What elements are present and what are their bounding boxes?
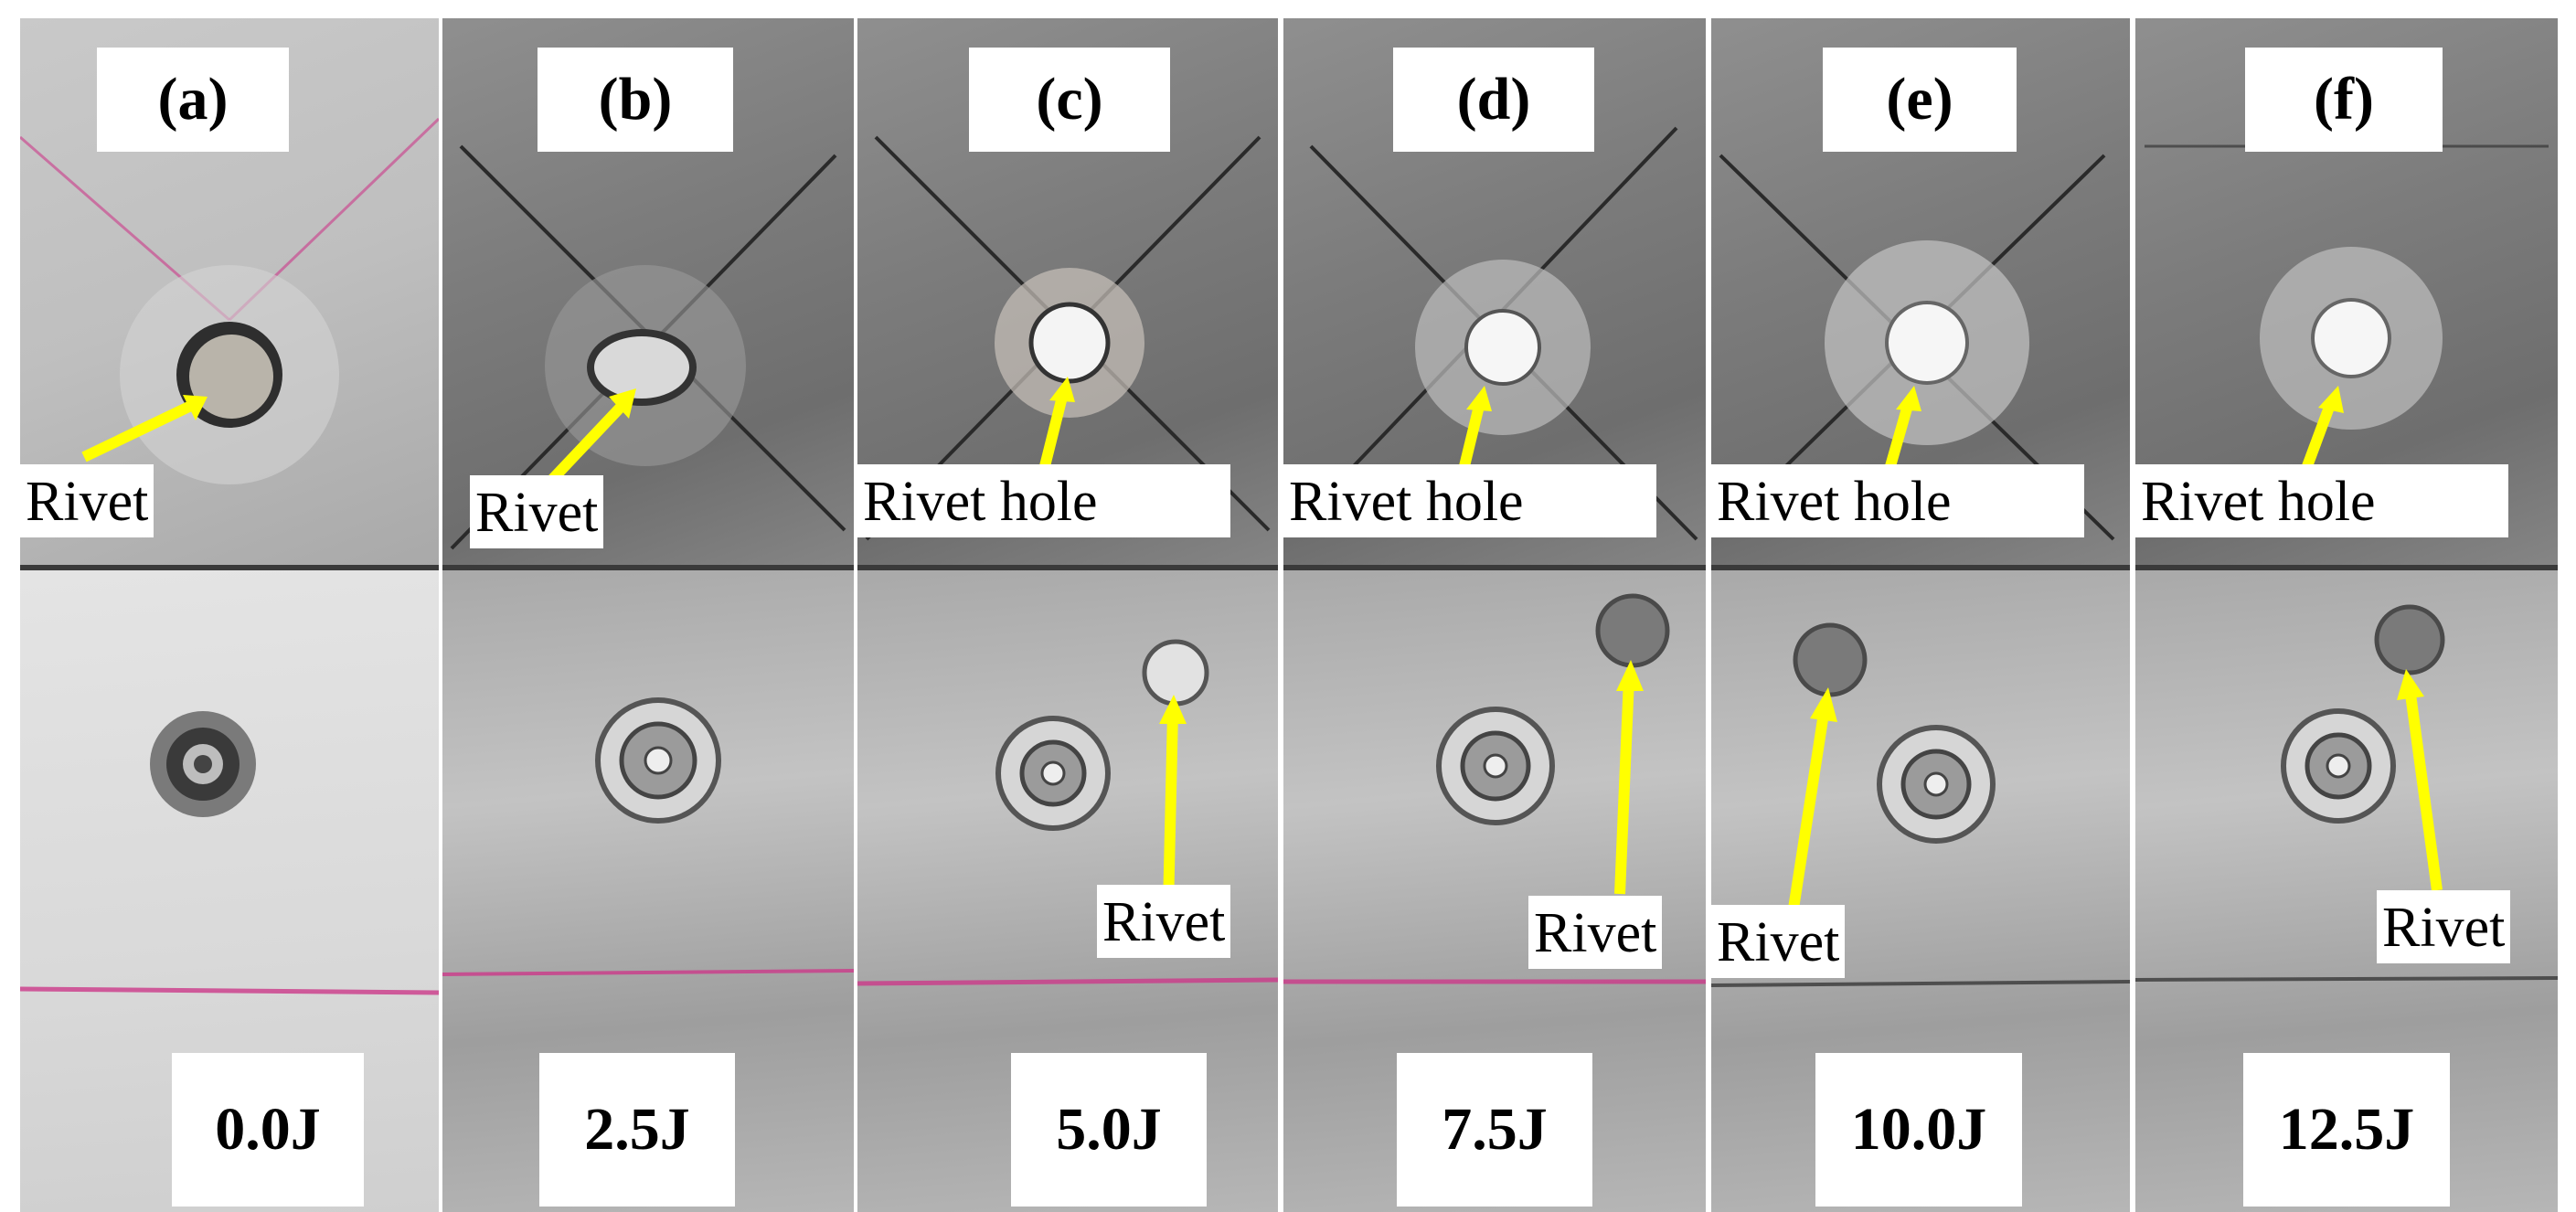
arrow-head <box>1616 660 1644 691</box>
energy-label: 12.5J <box>2243 1053 2450 1207</box>
rivet-hole <box>1028 302 1111 384</box>
arrow-shaft <box>1039 391 1069 468</box>
rivet-hole <box>1885 301 1969 385</box>
rivet-face <box>189 335 273 419</box>
rivet-hole <box>1464 309 1541 386</box>
panel-b-top-art <box>450 144 846 550</box>
panel-d-top-view: (d) Rivet hole <box>1283 18 1706 565</box>
panel-e-bottom-art <box>1711 622 2130 987</box>
panel-f-bottom-art <box>2135 604 2558 982</box>
bottom-callout: Rivet <box>1097 885 1231 958</box>
panel-e-top-art <box>1719 154 2115 541</box>
panel-d-top-art <box>1291 126 1698 541</box>
arrow-head <box>1896 386 1921 411</box>
rivet-tail <box>2374 604 2445 675</box>
arrow-head <box>2397 669 2424 700</box>
panel-d-bottom-view: Rivet 7.5J <box>1283 570 1706 1212</box>
panel-divider <box>857 565 1278 570</box>
bottom-callout: Rivet <box>1528 896 1663 969</box>
energy-label: 2.5J <box>539 1053 735 1207</box>
energy-label: 10.0J <box>1815 1053 2022 1207</box>
top-callout: Rivet hole <box>2135 464 2508 537</box>
panel-label: (c) <box>969 48 1170 152</box>
panel-f: (f) Rivet hole Rivet 12.5J <box>2135 18 2558 1212</box>
panel-b-bottom-art <box>442 697 854 976</box>
panel-label: (b) <box>538 48 733 152</box>
panel-a-top-art <box>20 117 439 484</box>
top-callout: Rivet hole <box>1283 464 1656 537</box>
panel-a-bottom-art <box>20 711 439 995</box>
panel-label: (a) <box>97 48 289 152</box>
panel-c-top-art <box>865 135 1271 541</box>
panel-divider <box>442 565 854 570</box>
arrow-head <box>1049 377 1075 402</box>
bottom-callout: Rivet <box>2377 890 2511 963</box>
panel-d-bottom-art <box>1283 593 1706 984</box>
panel-f-top-view: (f) Rivet hole <box>2135 18 2558 565</box>
top-callout: Rivet hole <box>857 464 1230 537</box>
panel-a: (a) Rivet 0.0J <box>20 18 439 1212</box>
bottom-callout: Rivet <box>1711 905 1846 978</box>
panel-b: (b) Rivet 2.5J <box>442 18 854 1212</box>
panel-f-top-art <box>2145 144 2549 469</box>
arrow-head <box>1466 386 1492 411</box>
energy-label: 0.0J <box>172 1053 364 1207</box>
panel-label: (f) <box>2245 48 2443 152</box>
arrow-head <box>1159 695 1187 724</box>
panel-divider <box>1283 565 1706 570</box>
arrow-shaft <box>2302 399 2336 469</box>
panel-divider <box>1711 565 2130 570</box>
panel-c-bottom-view: Rivet 5.0J <box>857 570 1278 1212</box>
rivet-head <box>587 329 697 406</box>
rivet-tail <box>1793 622 1868 697</box>
panel-divider <box>2135 565 2558 570</box>
arrow-shaft <box>1788 707 1830 909</box>
arrow-head <box>183 395 208 420</box>
panel-e-top-view: (e) Rivet hole <box>1711 18 2130 565</box>
arrow-shaft <box>1163 711 1178 909</box>
arrow-shaft <box>543 398 630 489</box>
arrow-shaft <box>1614 677 1634 895</box>
arrow-head <box>2318 386 2344 413</box>
arrow-head <box>1810 687 1837 722</box>
panel-label: (e) <box>1823 48 2017 152</box>
panel-label: (d) <box>1393 48 1594 152</box>
arrow-shaft <box>2404 686 2443 891</box>
panel-e: (e) Rivet hole Rivet 10.0J <box>1711 18 2130 1212</box>
panel-a-bottom-view: 0.0J <box>20 570 439 1212</box>
panel-b-bottom-view: 2.5J <box>442 570 854 1212</box>
panel-c: (c) Rivet hole Rivet 5.0J <box>857 18 1278 1212</box>
energy-label: 5.0J <box>1011 1053 1207 1207</box>
arrow-head <box>609 388 636 419</box>
panel-c-bottom-art <box>857 639 1278 986</box>
top-callout: Rivet hole <box>1711 464 2084 537</box>
arrow-shaft <box>81 397 201 462</box>
rivet-tail <box>1595 593 1670 668</box>
arrow-shaft <box>1885 400 1914 468</box>
energy-label: 7.5J <box>1397 1053 1592 1207</box>
top-callout: Rivet <box>470 475 604 548</box>
rivet-tail <box>1142 639 1209 707</box>
panel-b-top-view: (b) Rivet <box>442 18 854 565</box>
rivet-hole <box>2311 298 2391 378</box>
arrow-shaft <box>1459 400 1485 468</box>
panel-e-bottom-view: Rivet 10.0J <box>1711 570 2130 1212</box>
panel-a-top-view: (a) Rivet <box>20 18 439 565</box>
panel-c-top-view: (c) Rivet hole <box>857 18 1278 565</box>
panel-divider <box>20 565 439 570</box>
panel-d: (d) Rivet hole Rivet 7.5J <box>1283 18 1706 1212</box>
top-callout: Rivet <box>20 464 154 537</box>
panel-f-bottom-view: Rivet 12.5J <box>2135 570 2558 1212</box>
